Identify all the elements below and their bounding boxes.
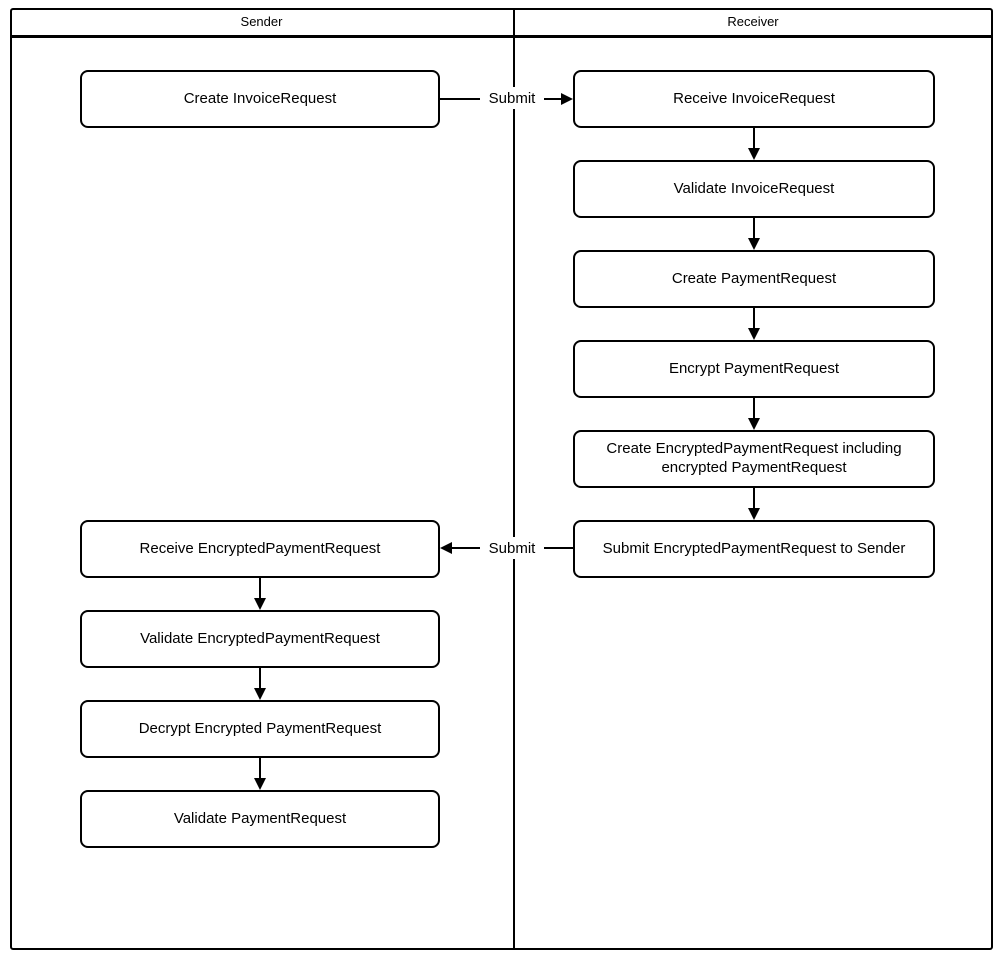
connector-sender-3 [259, 758, 261, 778]
connector-receiver-3 [753, 308, 755, 328]
node-submit-encryptedpaymentrequest: Submit EncryptedPaymentRequest to Sender [573, 520, 935, 578]
node-validate-encryptedpaymentrequest: Validate EncryptedPaymentRequest [80, 610, 440, 668]
arrowhead-receiver-1 [748, 148, 760, 160]
lane-divider [513, 8, 515, 950]
connector-receiver-2 [753, 218, 755, 238]
arrowhead-receiver-3 [748, 328, 760, 340]
node-validate-invoicerequest: Validate InvoiceRequest [573, 160, 935, 218]
connector-receiver-4 [753, 398, 755, 418]
header-separator [10, 35, 993, 38]
connector-sender-2 [259, 668, 261, 688]
edge-label-submit-bottom: Submit [480, 537, 544, 559]
arrowhead-submit-bottom [440, 542, 452, 554]
arrowhead-receiver-5 [748, 508, 760, 520]
arrowhead-sender-1 [254, 598, 266, 610]
node-decrypt-encrypted-paymentrequest: Decrypt Encrypted PaymentRequest [80, 700, 440, 758]
node-create-paymentrequest: Create PaymentRequest [573, 250, 935, 308]
node-create-invoicerequest: Create InvoiceRequest [80, 70, 440, 128]
arrowhead-sender-3 [254, 778, 266, 790]
node-create-encryptedpaymentrequest: Create EncryptedPaymentRequest including… [573, 430, 935, 488]
arrowhead-receiver-4 [748, 418, 760, 430]
lane-header-receiver: Receiver [727, 14, 779, 29]
arrowhead-submit-top [561, 93, 573, 105]
lane-header-sender: Sender [240, 14, 283, 29]
connector-sender-1 [259, 578, 261, 598]
node-receive-encryptedpaymentrequest: Receive EncryptedPaymentRequest [80, 520, 440, 578]
connector-receiver-5 [753, 488, 755, 508]
node-encrypt-paymentrequest: Encrypt PaymentRequest [573, 340, 935, 398]
swimlane-frame [10, 8, 993, 950]
arrowhead-receiver-2 [748, 238, 760, 250]
node-validate-paymentrequest: Validate PaymentRequest [80, 790, 440, 848]
edge-label-submit-top: Submit [480, 87, 544, 109]
connector-receiver-1 [753, 128, 755, 148]
arrowhead-sender-2 [254, 688, 266, 700]
node-receive-invoicerequest: Receive InvoiceRequest [573, 70, 935, 128]
